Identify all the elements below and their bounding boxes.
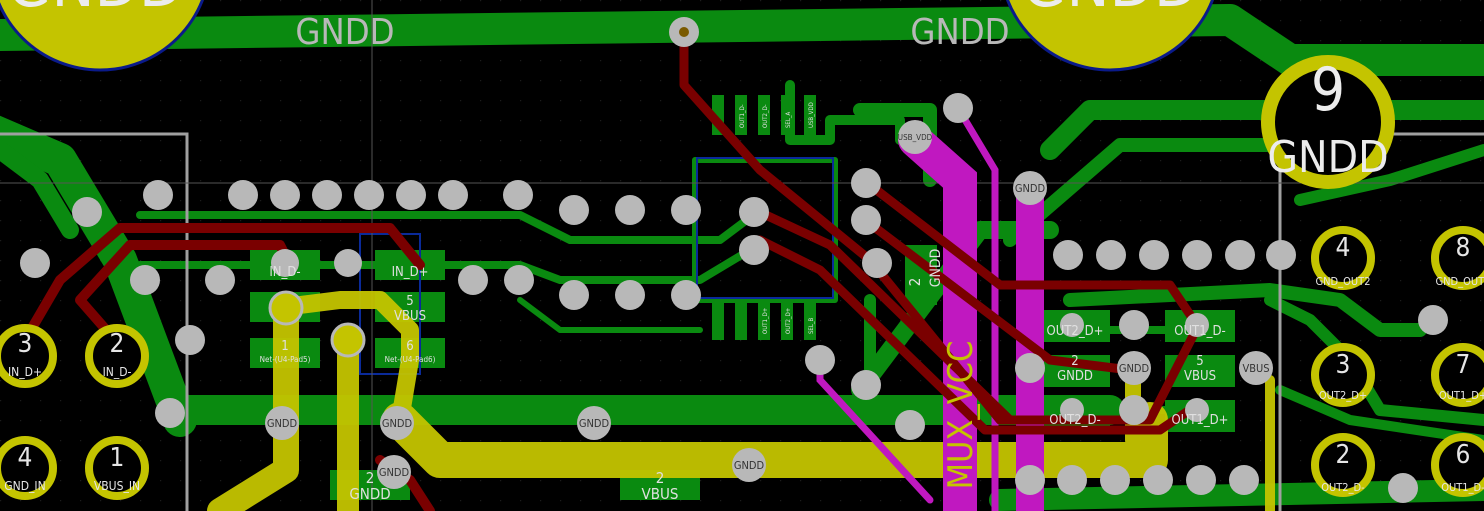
bottom-pad-gndd: GNDD bbox=[349, 485, 390, 503]
mounting-hole-left bbox=[0, 0, 205, 72]
via-gndd-g-label: GNDD bbox=[1119, 362, 1150, 375]
pad-2-vertical-number: 2 bbox=[906, 278, 924, 287]
connector-left-pin-net: GND_IN bbox=[4, 479, 45, 493]
connector-pad[interactable] bbox=[1311, 433, 1375, 497]
connector-right bbox=[1311, 226, 1484, 497]
pad-1-number: 1 bbox=[281, 339, 288, 354]
via-gndd-c-label: GNDD bbox=[382, 417, 413, 430]
connector-left-pin-number: 2 bbox=[110, 329, 125, 359]
connector-left-pin-number: 1 bbox=[110, 443, 125, 473]
gndd-big-right-label: GNDD bbox=[1022, 0, 1198, 22]
pad-1-net: Net-(U4-Pad5) bbox=[260, 355, 311, 364]
ic-pin-label: OUT1_D- bbox=[739, 104, 746, 128]
connector-left-pin-number: 3 bbox=[18, 329, 33, 359]
mounting-hole-right bbox=[1005, 0, 1215, 72]
pad-out1-dp-label: OUT1_D+ bbox=[1171, 413, 1228, 428]
ic-pin-label: OUT2_D- bbox=[762, 104, 769, 128]
power-tracks bbox=[207, 291, 1275, 511]
connector-left-pin-net: IN_D+ bbox=[8, 365, 42, 379]
via-gndd-e-label: GNDD bbox=[379, 466, 410, 479]
connector-right-pin-number: 6 bbox=[1456, 440, 1471, 470]
connector-pad[interactable] bbox=[85, 324, 149, 388]
via-gndd-d-label: GNDD bbox=[579, 417, 610, 430]
ic-pin-label: SEL_A bbox=[785, 111, 792, 128]
via-vbus-a-label: VBUS bbox=[1242, 362, 1269, 375]
connector-right-pin-number: 7 bbox=[1456, 350, 1471, 380]
pad-in-dp-label: IN_D+ bbox=[392, 265, 429, 280]
gndd-vertical-label: GNDD bbox=[928, 249, 944, 288]
via-vbus-a[interactable] bbox=[1239, 351, 1273, 385]
ic-pin-label: USB_VDD bbox=[808, 102, 815, 128]
pad-9-net: GNDD bbox=[1267, 132, 1388, 183]
connector-right-pin-number: 4 bbox=[1336, 233, 1351, 263]
connector-right-pin-number: 8 bbox=[1456, 233, 1471, 263]
connector-pad[interactable] bbox=[0, 436, 57, 500]
connector-pad[interactable] bbox=[85, 436, 149, 500]
connector-left-pin-number: 4 bbox=[18, 443, 33, 473]
via-gndd-f[interactable] bbox=[732, 448, 766, 482]
pad-5-net: VBUS bbox=[394, 309, 426, 324]
copper-bottom-layer bbox=[20, 27, 1202, 511]
gndd-big-left-label: GNDD bbox=[7, 0, 183, 22]
ic-pin-label: SEL_B bbox=[808, 317, 815, 334]
connector-right-pin-net: OUT2_D+ bbox=[1319, 389, 1367, 402]
board-edge-left bbox=[0, 132, 189, 511]
via-gndd-d[interactable] bbox=[577, 406, 611, 440]
pad-5b-number: 5 bbox=[1196, 354, 1203, 369]
bottom-pad-vbus: VBUS bbox=[642, 485, 679, 503]
gndd-net-label-left: GNDD bbox=[295, 12, 394, 53]
connector-right-pin-net: OUT2_D- bbox=[1321, 481, 1365, 494]
connector-right-pin-number: 2 bbox=[1336, 440, 1351, 470]
connector-pad[interactable] bbox=[1431, 226, 1484, 290]
bottom-pad-vbus-number: 2 bbox=[656, 469, 665, 487]
connector-right-pin-net: GND_OUT2 bbox=[1315, 275, 1370, 288]
connector-left-pin-net: IN_D- bbox=[103, 365, 132, 379]
pad-in-dm-label: IN_D- bbox=[269, 265, 300, 280]
pad-out1-dm-label: OUT1_D- bbox=[1174, 324, 1225, 339]
ic-pin-label: OUT2_D+ bbox=[785, 308, 792, 334]
connector-left-pin-net: VBUS_IN bbox=[94, 479, 140, 493]
pad-9-number: 9 bbox=[1311, 55, 1345, 125]
connector-pad[interactable] bbox=[1311, 343, 1375, 407]
via-usb-vdd-label: USB_VDD bbox=[898, 133, 933, 142]
pad-out2-dm-label: OUT2_D- bbox=[1049, 413, 1100, 428]
via-gndd-e[interactable] bbox=[377, 455, 411, 489]
via-grid bbox=[20, 17, 1448, 503]
bottom-pad-2-number: 2 bbox=[366, 469, 375, 487]
pad-6-number: 6 bbox=[406, 339, 413, 354]
pad-5-number: 5 bbox=[406, 294, 413, 309]
via-gndd-f-label: GNDD bbox=[734, 459, 765, 472]
connector-pad[interactable] bbox=[1311, 226, 1375, 290]
pad-6-net: Net-(U4-Pad6) bbox=[385, 355, 436, 364]
smd-pad-group bbox=[268, 249, 366, 358]
connector-right-pin-number: 3 bbox=[1336, 350, 1351, 380]
connector-pad[interactable] bbox=[0, 324, 57, 388]
via-gndd-g[interactable] bbox=[1117, 351, 1151, 385]
connector-right-pin-net: GND_OUT1 bbox=[1435, 275, 1484, 288]
connector-pad[interactable] bbox=[1431, 343, 1484, 407]
pad-2-net: GNDD bbox=[1057, 369, 1093, 384]
via-gndd-a-label: GNDD bbox=[1015, 182, 1046, 195]
connector-pad[interactable] bbox=[1431, 433, 1484, 497]
via-gndd-c[interactable] bbox=[380, 406, 414, 440]
via-usb-vdd[interactable] bbox=[898, 120, 932, 154]
connector-right-pin-net: OUT1_D- bbox=[1441, 481, 1484, 494]
connector-right-pin-net: OUT1_D+ bbox=[1439, 389, 1484, 402]
pad-5b-net: VBUS bbox=[1184, 369, 1216, 384]
via-gndd-a[interactable] bbox=[1013, 171, 1047, 205]
connector-left bbox=[0, 324, 149, 500]
mux-vcc-label: MUX_VCC bbox=[941, 341, 981, 490]
pad-9[interactable] bbox=[1261, 55, 1395, 189]
via-gndd-b-label: GNDD bbox=[267, 417, 298, 430]
gndd-net-label-right: GNDD bbox=[910, 12, 1009, 53]
ic-pin-label: OUT1_D+ bbox=[762, 308, 769, 334]
via-gndd-b[interactable] bbox=[265, 406, 299, 440]
pad-2-number: 2 bbox=[1071, 354, 1078, 369]
pad-out2-dp-label: OUT2_D+ bbox=[1046, 324, 1103, 339]
